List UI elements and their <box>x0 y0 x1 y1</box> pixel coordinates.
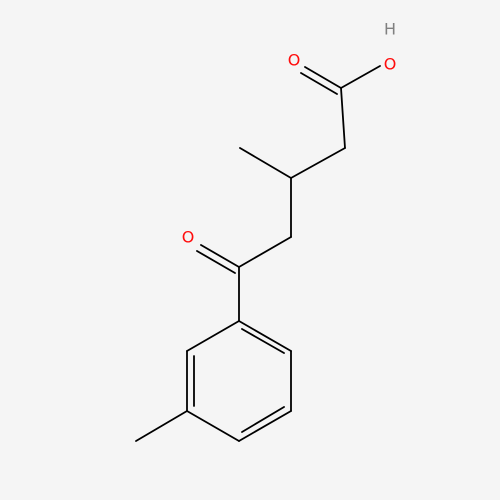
bonds <box>135 65 381 442</box>
carboxyl-oxygen-label: O <box>288 51 301 70</box>
ring-bond-1 <box>238 320 292 352</box>
ring-bond-4 <box>186 410 240 442</box>
atom-labels: O H O O <box>179 20 399 248</box>
bond-c1-carbonyl-a <box>304 66 342 89</box>
bond-c3-methyl <box>239 147 292 179</box>
hydroxyl-oxygen-label: O <box>384 55 397 74</box>
bond-c1-oh <box>340 65 381 89</box>
bond-ketone-a <box>200 244 240 268</box>
hydroxyl-label-mask <box>381 54 399 74</box>
bond-aryl-methyl <box>135 410 188 442</box>
ketone-oxygen-label: O <box>182 228 195 247</box>
ring-inner-double-1 <box>241 328 285 354</box>
ring-inner-double-2 <box>241 406 285 433</box>
bond-c2-c3 <box>290 147 346 179</box>
bond-ketone-b <box>196 250 236 274</box>
bond-c4-c5 <box>238 236 292 268</box>
bond-c1-c2 <box>340 87 346 149</box>
hydroxyl-hydrogen-label: H <box>384 20 396 39</box>
ring-bond-3 <box>238 410 292 442</box>
bond-c1-carbonyl-b <box>300 72 338 95</box>
ring-bond-6 <box>186 320 240 352</box>
ketone-label-mask <box>179 228 197 248</box>
carboxyl-label-mask <box>285 50 303 70</box>
